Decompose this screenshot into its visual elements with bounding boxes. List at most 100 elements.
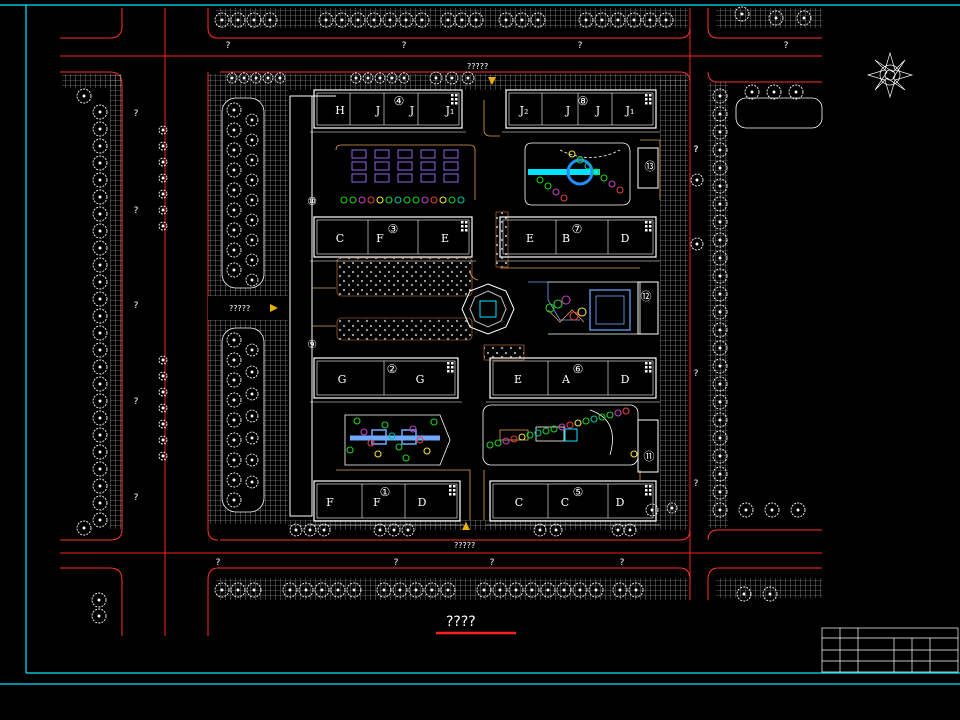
building-unit-label: C <box>561 496 569 509</box>
dotted-plazas <box>336 211 525 361</box>
tree-icon <box>530 12 546 28</box>
parking-space <box>351 161 367 171</box>
shrub-icon <box>534 429 542 437</box>
building-unit-label: F <box>373 496 381 509</box>
drawing-title: ???? <box>446 614 476 630</box>
tree-icon <box>158 189 168 199</box>
tree-icon <box>226 162 242 178</box>
tree-icon <box>373 523 387 537</box>
tree-icon <box>246 12 262 28</box>
paving-grid <box>62 8 822 600</box>
building-unit-label: C <box>515 496 523 509</box>
stair-marker <box>451 366 454 369</box>
tree-icon <box>366 12 382 28</box>
west-corridor <box>289 95 336 517</box>
stair-marker <box>465 229 468 232</box>
tree-icon <box>92 155 108 171</box>
tree-icon <box>492 582 508 598</box>
stair-marker <box>649 229 652 232</box>
building-unit-label: B <box>562 232 570 245</box>
tree-icon <box>92 393 108 409</box>
tree-icon <box>540 582 556 598</box>
shrub-icon <box>553 299 563 309</box>
shrub-icon <box>457 196 465 204</box>
tree-icon <box>712 232 728 248</box>
tree-icon <box>314 582 330 598</box>
shrub-icon <box>381 421 389 429</box>
tree-icon <box>245 343 259 357</box>
shrub-icon <box>376 196 384 204</box>
tree-icon <box>245 213 259 227</box>
tree-icon <box>498 12 514 28</box>
tree-icon <box>245 387 259 401</box>
building-unit-label: A <box>561 373 571 386</box>
tree-icon <box>454 12 470 28</box>
tree-icon <box>92 104 108 120</box>
shrub-icon <box>448 196 456 204</box>
tree-icon <box>158 221 168 231</box>
tree-icon <box>712 286 728 302</box>
tree-icon <box>245 113 259 127</box>
building-unit-label: J <box>595 104 600 117</box>
tree-icon <box>642 12 658 28</box>
tree-icon <box>376 582 392 598</box>
stair-marker <box>449 493 452 496</box>
tree-icon <box>362 72 374 84</box>
garden-northeast <box>524 142 631 206</box>
tree-icon <box>440 12 456 28</box>
garden-southwest <box>344 414 451 466</box>
tree-icon <box>245 173 259 187</box>
tree-icon <box>92 325 108 341</box>
tree-icon <box>92 172 108 188</box>
tree-icon <box>262 72 274 84</box>
shrub-icon <box>346 446 354 454</box>
shrub-icon <box>568 150 576 158</box>
tree-icon <box>226 332 242 348</box>
shrub-icon <box>416 436 424 444</box>
tree-icon <box>250 72 262 84</box>
shrub-icon <box>561 295 571 305</box>
shrub-icon <box>536 176 544 184</box>
shrub-icon <box>550 425 558 433</box>
tree-icon <box>440 582 456 598</box>
road-label: ? <box>694 369 699 379</box>
tree-icon <box>92 189 108 205</box>
stair-marker <box>649 485 652 488</box>
tree-icon <box>712 448 728 464</box>
stair-marker <box>451 94 454 97</box>
tree-icon <box>317 523 331 537</box>
tree-icon <box>712 412 728 428</box>
building-unit-label: E <box>441 232 449 245</box>
tree-icon <box>712 268 728 284</box>
building-unit-label: E <box>526 232 534 245</box>
shrub-icon <box>403 196 411 204</box>
building-unit-label: G <box>416 373 425 386</box>
shrub-icon <box>542 427 550 435</box>
shrub-icon <box>409 425 417 433</box>
stair-marker <box>649 102 652 105</box>
shrub-icon <box>630 450 638 458</box>
tree-icon <box>382 12 398 28</box>
shrub-icon <box>340 196 348 204</box>
gate-arrows <box>270 77 496 530</box>
parking-space <box>374 173 390 183</box>
tree-icon <box>330 582 346 598</box>
stair-marker <box>645 225 648 228</box>
road-label: ? <box>578 41 583 51</box>
stair-marker <box>461 221 464 224</box>
tree-icon <box>588 582 604 598</box>
tree-icon <box>226 122 242 138</box>
building-unit-label: D <box>621 232 630 245</box>
building-number: ② <box>387 362 398 376</box>
shrub-icon <box>598 413 606 421</box>
tree-icon <box>226 372 242 388</box>
tree-icon <box>226 102 242 118</box>
building-number: ① <box>380 485 391 499</box>
tree-icon <box>712 502 728 518</box>
facility-blocks <box>637 147 659 473</box>
tree-icon <box>334 12 350 28</box>
stair-marker <box>649 225 652 228</box>
